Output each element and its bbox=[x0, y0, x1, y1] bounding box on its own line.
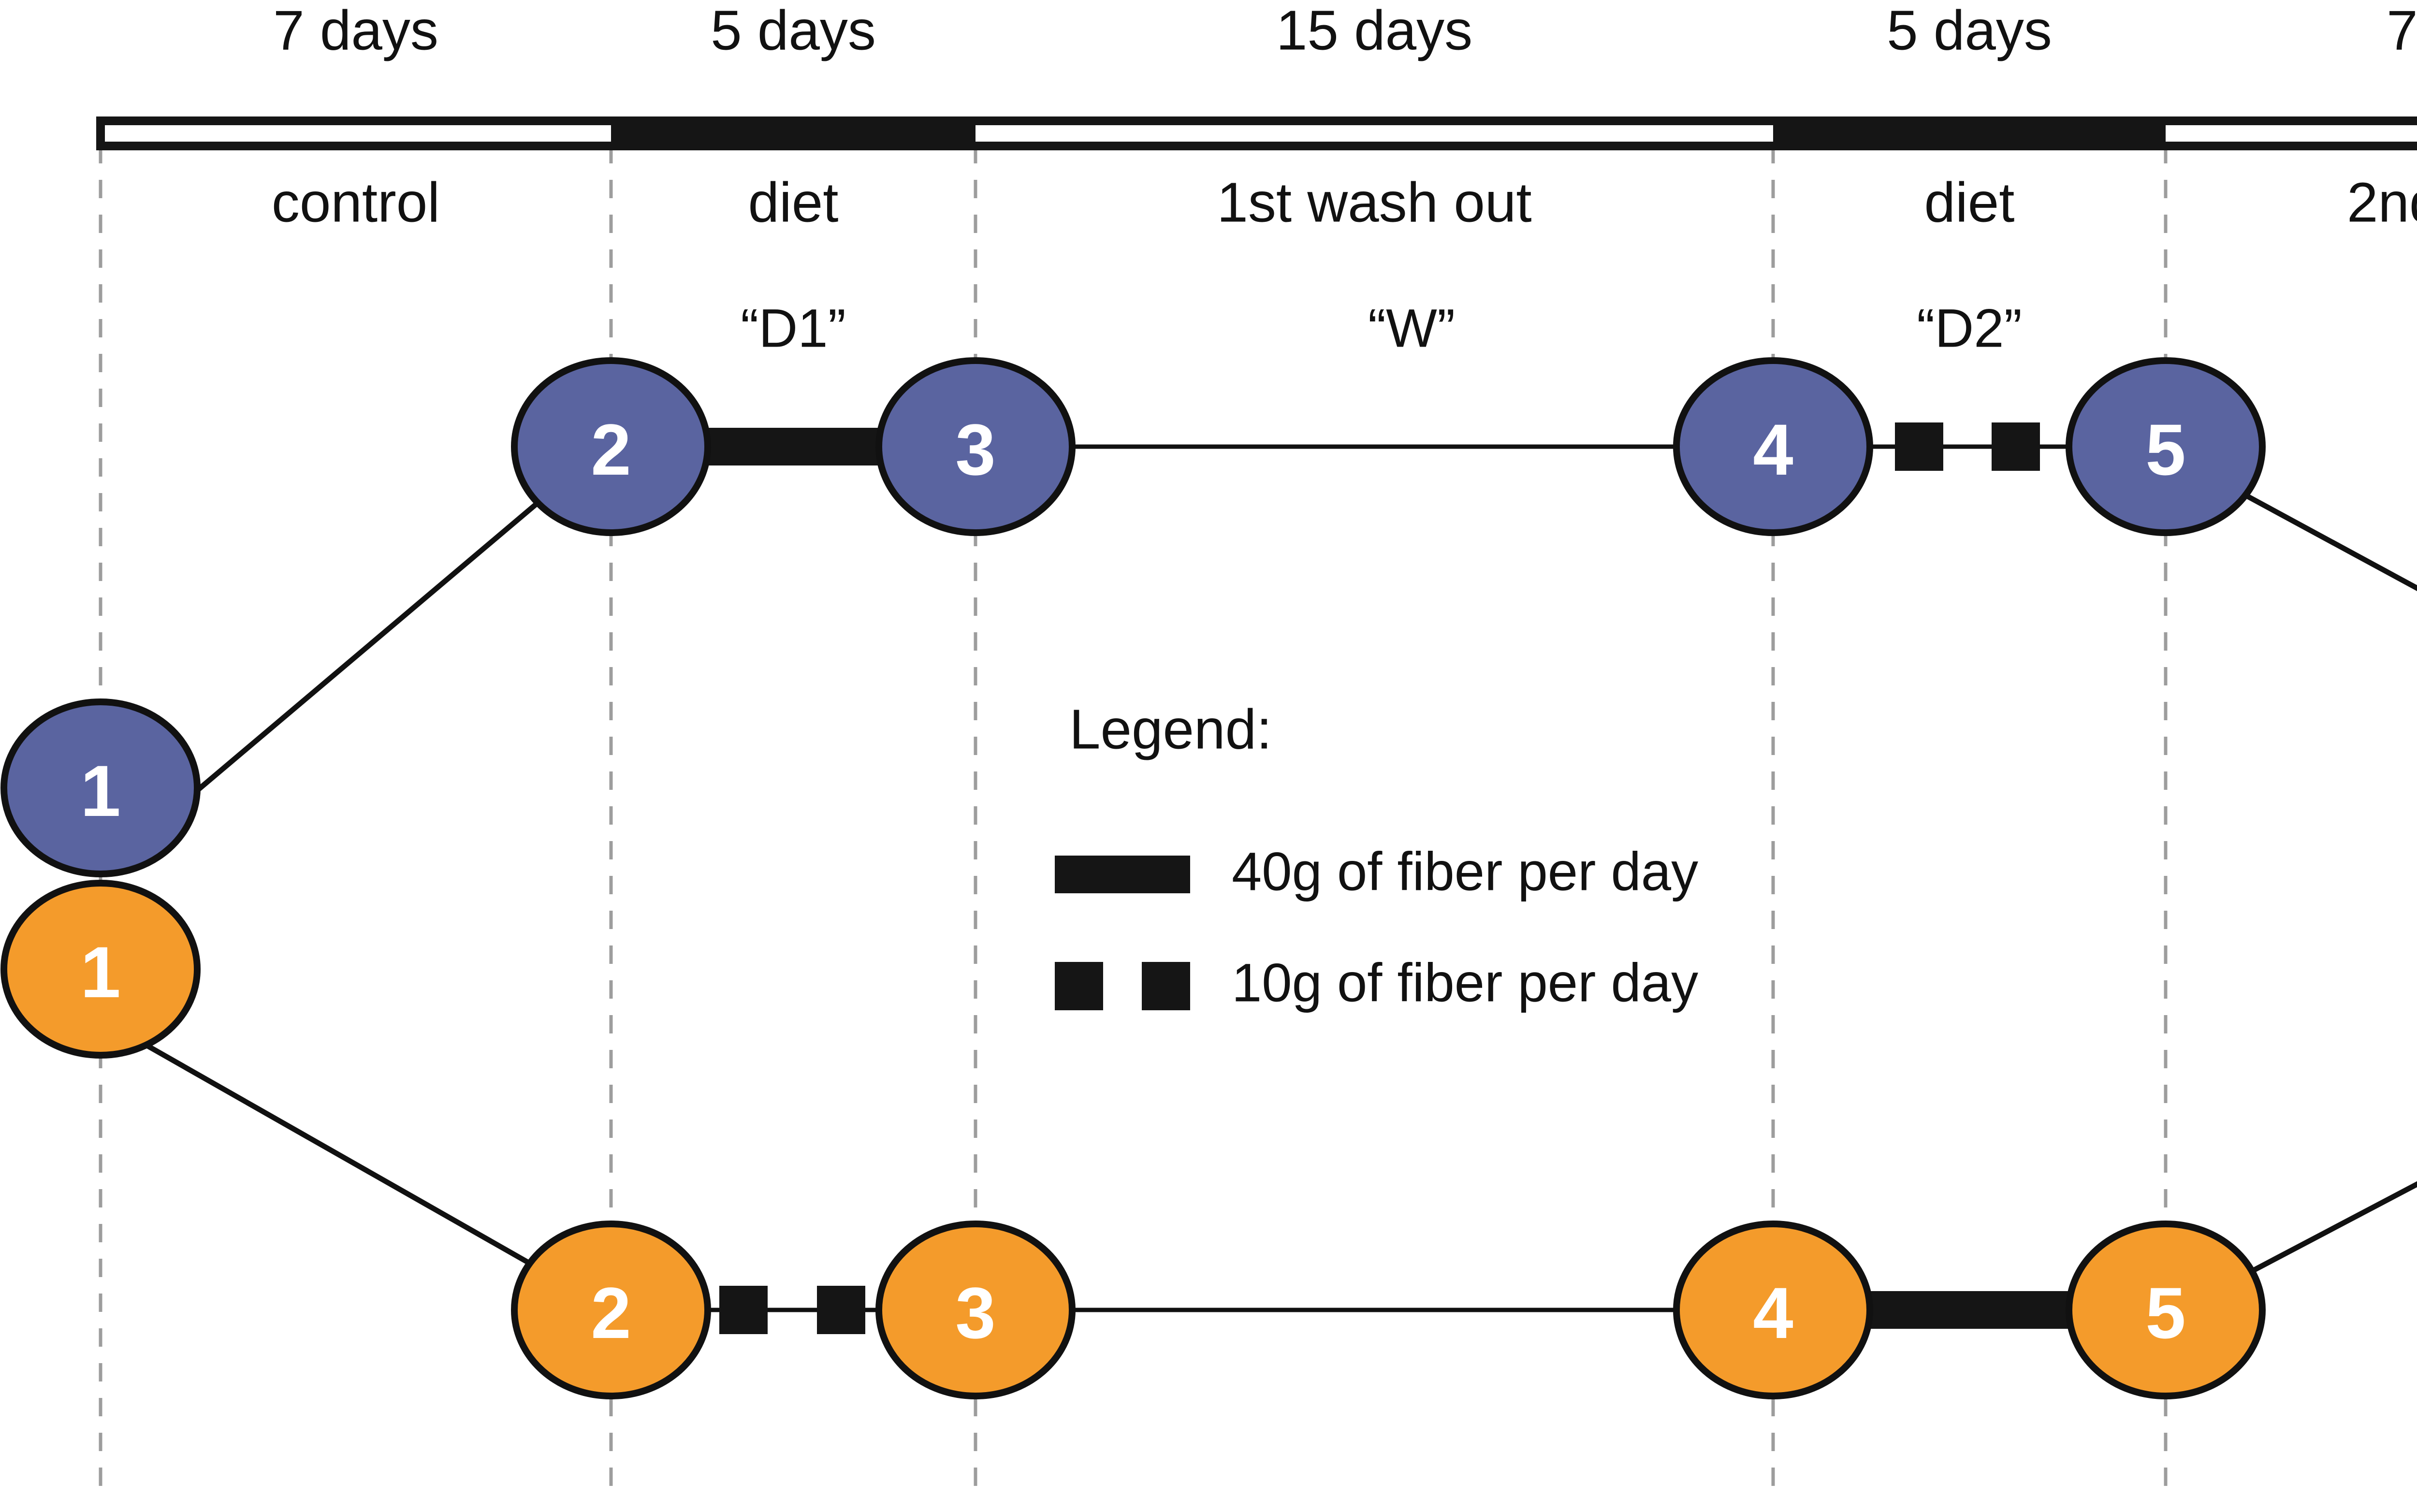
legend: Legend: 40g of fiber per day 10g of fibe… bbox=[1055, 698, 1698, 1013]
node-ellipse[interactable] bbox=[2066, 357, 2266, 536]
duration-labels: 7 days 5 days 15 days 5 days 7 days bbox=[273, 0, 2417, 62]
arm-blue-node-3[interactable]: 3 bbox=[875, 357, 1076, 536]
node-ellipse[interactable] bbox=[875, 1221, 1076, 1399]
node-ellipse[interactable] bbox=[1673, 1221, 1873, 1399]
timeline-bar-diet1-segment bbox=[611, 118, 976, 149]
arm-blue-node-4[interactable]: 4 bbox=[1673, 357, 1873, 536]
phase-label-diet2: diet bbox=[1924, 171, 2014, 234]
phase-label-control: control bbox=[272, 171, 440, 234]
duration-label-control: 7 days bbox=[273, 0, 438, 62]
arm-blue-link-1-2 bbox=[138, 481, 563, 841]
timeline-bar bbox=[96, 116, 2417, 150]
duration-label-washout1: 15 days bbox=[1276, 0, 1472, 62]
dash-block-2 bbox=[817, 1286, 865, 1334]
node-ellipse[interactable] bbox=[511, 357, 711, 536]
period-code-w: “W” bbox=[1368, 298, 1455, 359]
legend-swatch-dash-block-1 bbox=[1055, 962, 1103, 1010]
arm-orange-link-1-2 bbox=[139, 1039, 562, 1283]
timeline-bar-diet2-segment bbox=[1773, 118, 2166, 149]
node-label: 3 bbox=[955, 1272, 995, 1353]
node-ellipse[interactable] bbox=[2066, 1221, 2266, 1399]
legend-title: Legend: bbox=[1069, 698, 1272, 761]
period-code-d2: “D2” bbox=[1917, 298, 2022, 359]
node-ellipse[interactable] bbox=[511, 1221, 711, 1399]
arm-blue-link-5-6 bbox=[2222, 481, 2417, 591]
node-ellipse[interactable] bbox=[875, 357, 1076, 536]
arm-blue-link-2-3-thick-40g bbox=[677, 428, 914, 465]
arm-orange-node-5[interactable]: 5 bbox=[2066, 1221, 2266, 1399]
node-ellipse[interactable] bbox=[1673, 357, 1873, 536]
legend-label-low-fiber: 10g of fiber per day bbox=[1232, 953, 1698, 1013]
node-label: 5 bbox=[2145, 409, 2185, 490]
duration-label-diet2: 5 days bbox=[1887, 0, 2052, 62]
arm-blue-node-1[interactable]: 1 bbox=[0, 698, 201, 877]
arm-orange-link-5-6 bbox=[2232, 1181, 2417, 1283]
phase-labels: control diet 1st wash out diet 2nd wash … bbox=[272, 171, 2417, 234]
dash-block-1 bbox=[719, 1286, 768, 1334]
node-ellipse[interactable] bbox=[0, 880, 201, 1059]
period-codes: “D1” “W” “D2” bbox=[741, 298, 2022, 359]
legend-swatch-solid-bar bbox=[1055, 856, 1190, 893]
arm-orange-node-4[interactable]: 4 bbox=[1673, 1221, 1873, 1399]
legend-swatch-dash-block-2 bbox=[1142, 962, 1190, 1010]
node-label: 4 bbox=[1753, 409, 1793, 490]
arm-blue-link-4-5-dashed-10g bbox=[1837, 422, 2103, 471]
phase-label-washout1: 1st wash out bbox=[1217, 171, 1531, 234]
legend-label-high-fiber: 40g of fiber per day bbox=[1232, 842, 1698, 902]
arm-blue-node-2[interactable]: 2 bbox=[511, 357, 711, 536]
legend-entry-low-fiber: 10g of fiber per day bbox=[1055, 953, 1698, 1013]
phase-label-diet1: diet bbox=[748, 171, 838, 234]
node-label: 1 bbox=[80, 750, 120, 831]
arm-blue-node-5[interactable]: 5 bbox=[2066, 357, 2266, 536]
node-label: 2 bbox=[591, 409, 631, 490]
legend-entry-high-fiber: 40g of fiber per day bbox=[1055, 842, 1698, 902]
dash-block-1 bbox=[1895, 422, 1943, 471]
node-label: 4 bbox=[1753, 1272, 1793, 1353]
arm-orange-node-2[interactable]: 2 bbox=[511, 1221, 711, 1399]
arm-orange: 1 2 3 4 5 6 bbox=[0, 880, 2417, 1399]
arm-blue: 1 2 3 4 5 6 bbox=[0, 357, 2417, 877]
dash-block-2 bbox=[1992, 422, 2040, 471]
node-label: 1 bbox=[80, 931, 120, 1013]
arm-orange-link-2-3-dashed-10g bbox=[696, 1286, 894, 1334]
phase-label-washout2: 2nd wash out bbox=[2347, 171, 2417, 234]
node-label: 5 bbox=[2145, 1272, 2185, 1353]
node-label: 3 bbox=[955, 409, 995, 490]
arm-orange-node-3[interactable]: 3 bbox=[875, 1221, 1076, 1399]
period-code-d1: “D1” bbox=[741, 298, 846, 359]
duration-label-diet1: 5 days bbox=[711, 0, 876, 62]
node-label: 2 bbox=[591, 1272, 631, 1353]
duration-label-washout2: 7 days bbox=[2387, 0, 2417, 62]
node-ellipse[interactable] bbox=[0, 698, 201, 877]
arm-orange-node-1[interactable]: 1 bbox=[0, 880, 201, 1059]
